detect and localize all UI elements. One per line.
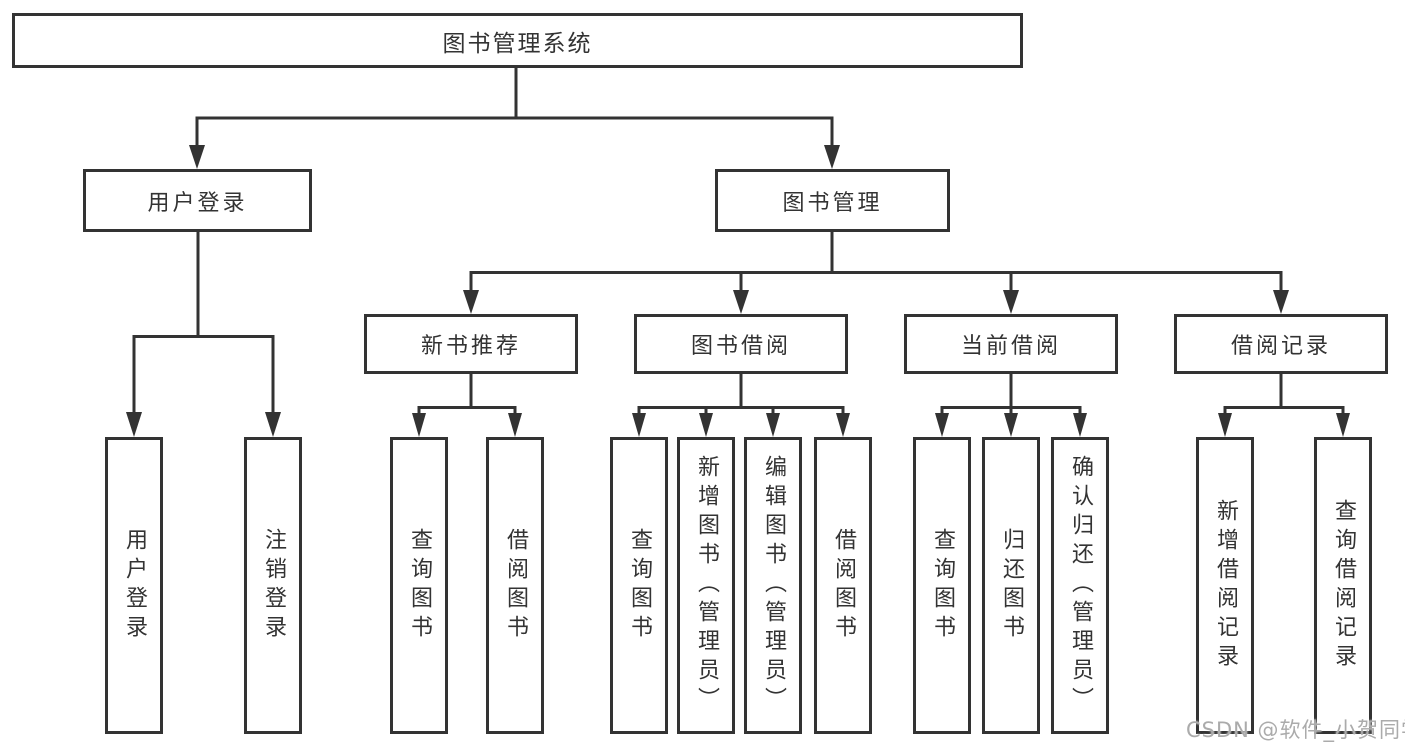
node-book-management-label: 图书管理 [782,190,883,216]
connector-bookmgmt-bar [469,271,1283,292]
connector-root-bar [195,116,834,148]
leaf-confirm-return-admin-label: 确认归还（管理员） [1068,455,1093,716]
node-new-book-recommend-label: 新书推荐 [420,334,521,359]
node-current-borrow: 当前借阅 [904,314,1118,374]
node-new-book-recommend: 新书推荐 [364,314,578,374]
arrow-newbook-leaf1 [412,413,426,437]
node-root: 图书管理系统 [12,13,1023,68]
connector-borrow-bar [637,406,845,414]
leaf-query-book-current: 查询图书 [913,437,971,734]
leaf-edit-book-admin: 编辑图书（管理员） [744,437,802,734]
arrow-borrow [733,290,749,314]
leaf-user-login-label: 用户登录 [122,527,147,644]
leaf-user-login: 用户登录 [105,437,163,734]
node-book-management: 图书管理 [715,169,950,232]
node-root-label: 图书管理系统 [442,30,593,57]
leaf-return-book-label: 归还图书 [999,527,1024,644]
leaf-query-book-current-label: 查询图书 [930,527,955,644]
arrow-current-leaf1 [935,413,949,437]
connector-userlogin-bar [132,335,275,414]
arrow-borrow-leaf4 [836,413,850,437]
arrow-bookmgmt [824,145,840,169]
leaf-query-book-borrow-label: 查询图书 [627,527,652,644]
arrowheads [126,145,1350,437]
leaf-confirm-return-admin: 确认归还（管理员） [1051,437,1109,734]
leaf-logout-label: 注销登录 [261,527,286,644]
arrow-borrow-leaf1 [632,413,646,437]
connector-newbook-bar [417,406,517,414]
arrow-newbook-leaf2 [508,413,522,437]
node-user-login: 用户登录 [83,169,312,232]
arrow-record [1273,290,1289,314]
node-book-borrow-label: 图书借阅 [690,334,791,359]
leaf-add-book-admin: 新增图书（管理员） [677,437,735,734]
arrow-userlogin [189,145,205,169]
arrow-current-leaf2 [1004,413,1018,437]
leaf-borrow-book-label: 借阅图书 [831,527,856,644]
leaf-return-book: 归还图书 [982,437,1040,734]
arrow-current-leaf3 [1073,413,1087,437]
node-borrow-record: 借阅记录 [1174,314,1388,374]
leaf-query-book-newbook-label: 查询图书 [407,527,432,644]
arrow-borrow-leaf3 [766,413,780,437]
leaf-query-borrow-record-label: 查询借阅记录 [1331,498,1356,673]
arrow-userlogin-leaf1 [126,412,142,437]
arrow-borrow-leaf2 [699,413,713,437]
node-current-borrow-label: 当前借阅 [960,334,1061,359]
leaf-query-book-borrow: 查询图书 [610,437,668,734]
leaf-borrow-book-newbook: 借阅图书 [486,437,544,734]
leaf-borrow-book-newbook-label: 借阅图书 [503,527,528,644]
leaf-borrow-book: 借阅图书 [814,437,872,734]
leaf-add-book-admin-label: 新增图书（管理员） [694,455,719,716]
arrow-userlogin-leaf2 [265,412,281,437]
arrow-current [1003,290,1019,314]
leaf-logout: 注销登录 [244,437,302,734]
leaf-query-borrow-record: 查询借阅记录 [1314,437,1372,734]
leaf-add-borrow-record: 新增借阅记录 [1196,437,1254,734]
leaf-query-book-newbook: 查询图书 [390,437,448,734]
node-book-borrow: 图书借阅 [634,314,848,374]
leaf-edit-book-admin-label: 编辑图书（管理员） [761,455,786,716]
connector-record-bar [1223,406,1345,414]
leaf-add-borrow-record-label: 新增借阅记录 [1213,498,1238,673]
arrow-newbook [463,290,479,314]
watermark: CSDN @软件_小贺同学 [1186,718,1405,742]
arrow-record-leaf1 [1218,413,1232,437]
arrow-record-leaf2 [1336,413,1350,437]
node-borrow-record-label: 借阅记录 [1230,334,1331,359]
node-user-login-label: 用户登录 [147,190,248,216]
